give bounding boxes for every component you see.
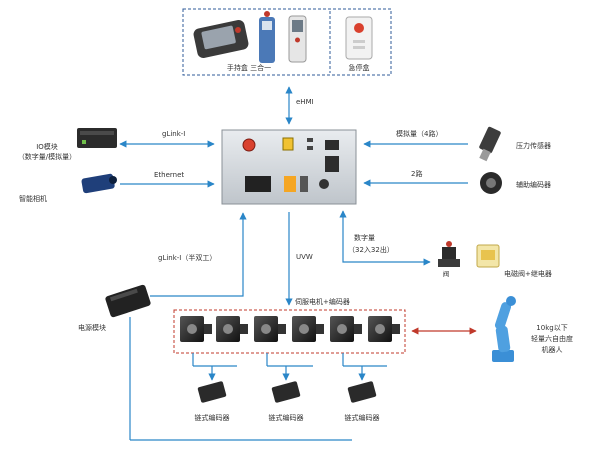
io-module-label-2: （数字量/模拟量） — [18, 152, 76, 161]
chain-encoder-icon — [271, 381, 301, 403]
controller-cabinet — [221, 129, 357, 205]
robot-arm-icon — [492, 296, 516, 362]
servo-motor-icon — [254, 316, 286, 342]
chain-encoder-label-1: 链式编码器 — [195, 413, 230, 422]
robot-label-2: 轻量六自由度 — [531, 334, 573, 343]
digital-io-arrow — [339, 210, 431, 266]
handheld-label: 手持盒 三合一 — [227, 63, 271, 72]
valve-relay-label: 电磁阀+继电器 — [504, 269, 552, 278]
robot-label-3: 机器人 — [542, 345, 563, 354]
valve-symbol-label: 阀 — [443, 269, 450, 278]
two-way-label: 2路 — [411, 169, 422, 178]
power-module-icon — [105, 284, 151, 318]
servo-group-box — [173, 309, 406, 354]
smart-camera-label: 智能相机 — [19, 194, 47, 203]
encoder-links — [129, 317, 387, 441]
servo-motor-icon — [368, 316, 400, 342]
digital-label-2: （32入32出） — [348, 245, 394, 254]
pressure-sensor-icon — [479, 126, 501, 162]
servo-motor-icon — [180, 316, 212, 342]
io-module-icon — [77, 128, 117, 148]
estop-label: 急停盒 — [349, 63, 370, 72]
servo-motor-icon — [292, 316, 324, 342]
aux-encoder-label: 辅助编码器 — [516, 180, 551, 189]
chain-encoder-icon — [197, 381, 227, 403]
uvw-label: UVW — [296, 253, 313, 261]
relay-icon — [476, 244, 500, 268]
robot-label-1: 10kg以下 — [536, 324, 567, 332]
chain-encoder-label-3: 链式编码器 — [345, 413, 380, 422]
glink-half-arrow — [150, 212, 247, 297]
digital-label-1: 数字量 — [354, 233, 375, 242]
solenoid-valve-icon — [438, 241, 460, 267]
smart-camera-icon — [81, 173, 117, 194]
chain-encoder-label-2: 链式编码器 — [269, 413, 304, 422]
analog-label: 模拟量（4路） — [396, 129, 442, 138]
pressure-sensor-label: 压力传感器 — [516, 141, 551, 150]
chain-encoder-icon — [347, 381, 377, 403]
servo-motor-icon — [216, 316, 248, 342]
servo-label: 伺服电机+编码器 — [295, 297, 350, 306]
pendant-group-box — [182, 8, 392, 76]
power-module-label: 电源模块 — [78, 323, 106, 332]
ethernet-label: Ethernet — [154, 171, 184, 179]
servo-motors — [180, 316, 400, 342]
servo-motor-icon — [330, 316, 362, 342]
glink-top-label: gLink-I — [162, 130, 185, 138]
handheld-controller-icon — [259, 11, 275, 63]
glink-half-label: gLink-I（半双工） — [158, 253, 216, 262]
handheld-terminal-icon — [288, 15, 307, 63]
estop-box-icon — [345, 16, 373, 60]
io-module-label-1: IO模块 — [36, 142, 58, 151]
teach-pendant-icon — [193, 20, 249, 58]
aux-encoder-icon — [480, 172, 502, 194]
ehmi-label: eHMI — [296, 98, 314, 106]
